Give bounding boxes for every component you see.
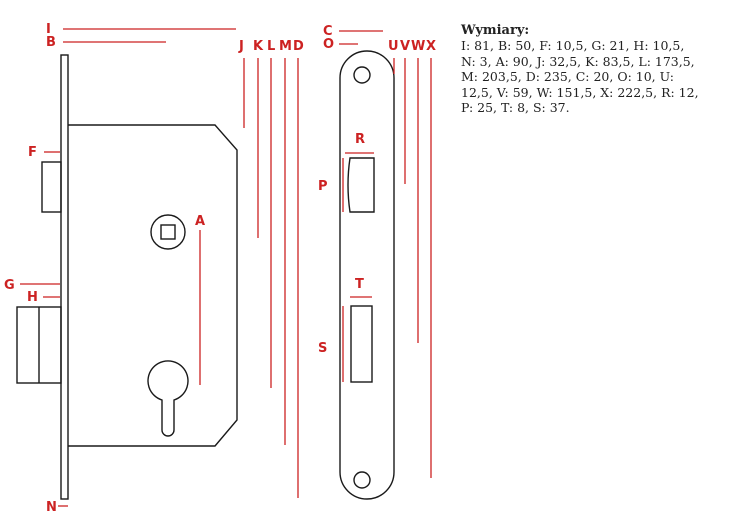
follower-circle	[150, 214, 186, 250]
latch-bolt	[41, 161, 62, 213]
label-S: S	[318, 341, 327, 356]
dimensions-panel: Wymiary: I: 81, B: 50, F: 10,5, G: 21, H…	[461, 23, 701, 115]
label-D: D	[293, 39, 304, 54]
label-T: T	[355, 277, 364, 292]
strike-plate	[339, 50, 395, 500]
strike-plate-top-screw	[353, 66, 371, 84]
label-P: P	[318, 179, 328, 194]
label-I: I	[46, 22, 51, 37]
lock-body	[68, 124, 238, 447]
strike-latch-opening	[347, 157, 375, 213]
label-B: B	[46, 35, 56, 50]
label-R: R	[355, 132, 365, 147]
label-U: U	[388, 39, 399, 54]
label-J: J	[238, 39, 244, 54]
label-O: O	[323, 37, 334, 52]
strike-plate-bottom-screw	[353, 471, 371, 489]
label-L: L	[267, 39, 275, 54]
cylinder-keyhole	[147, 360, 189, 437]
strike-bolt-opening	[350, 305, 373, 383]
label-K: K	[253, 39, 264, 54]
label-A: A	[195, 214, 205, 229]
dimensions-title: Wymiary:	[461, 23, 530, 38]
label-H: H	[27, 290, 38, 305]
label-C: C	[323, 24, 333, 39]
label-X: X	[426, 39, 436, 54]
label-F: F	[28, 145, 37, 160]
label-M: M	[279, 39, 292, 54]
label-G: G	[4, 278, 15, 293]
faceplate	[60, 54, 69, 500]
dimensions-values: I: 81, B: 50, F: 10,5, G: 21, H: 10,5, N…	[461, 38, 699, 116]
label-V: V	[400, 39, 410, 54]
label-N: N	[46, 500, 57, 515]
follower-square	[160, 224, 176, 240]
label-W: W	[411, 39, 425, 54]
